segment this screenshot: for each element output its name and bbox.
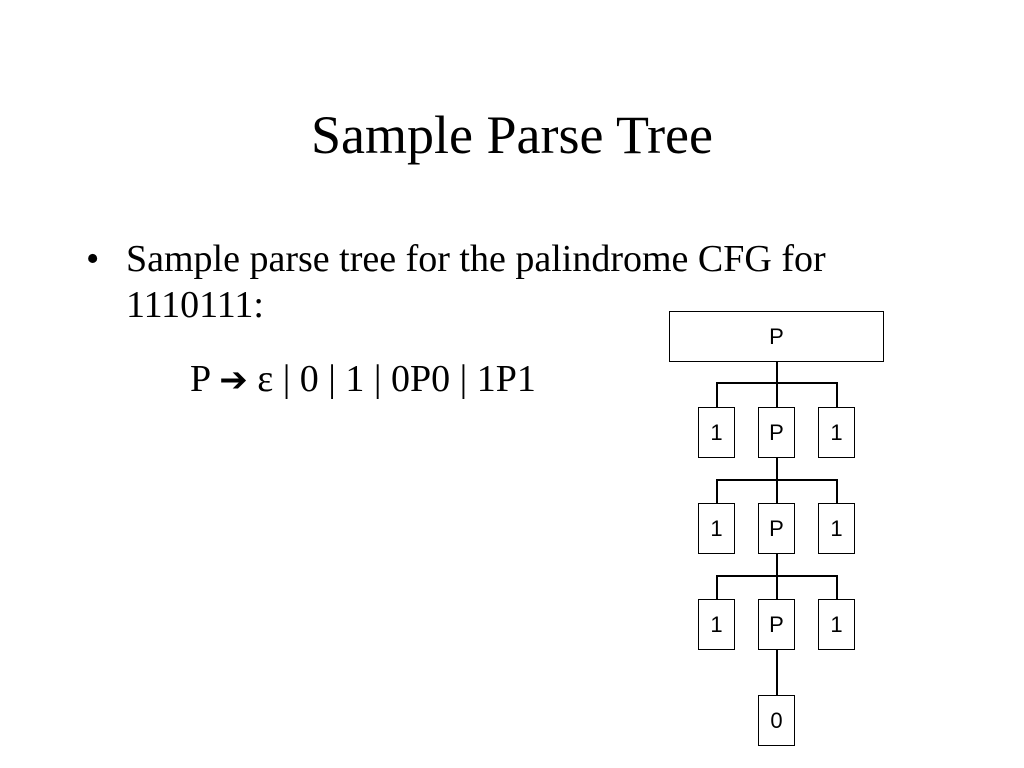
tree-node-leaf: 0: [758, 695, 795, 746]
tree-node-terminal: 1: [818, 503, 855, 554]
tree-edge: [716, 382, 718, 407]
rule-lhs: P: [190, 358, 210, 400]
tree-node-terminal: 1: [698, 599, 735, 650]
tree-edge: [836, 479, 838, 503]
tree-edge: [776, 649, 778, 695]
tree-edge: [716, 479, 718, 503]
tree-edge: [716, 575, 718, 599]
tree-edge: [716, 382, 838, 384]
tree-node-terminal: 1: [698, 407, 735, 458]
right-arrow-icon: ➔: [219, 360, 248, 400]
tree-node-root: P: [669, 311, 884, 362]
rule-rhs: ε | 0 | 1 | 0P0 | 1P1: [257, 358, 536, 400]
bullet-marker: •: [86, 238, 100, 280]
tree-node-terminal: 1: [698, 503, 735, 554]
tree-edge: [716, 479, 838, 481]
tree-edge: [776, 361, 778, 407]
tree-node-terminal: 1: [818, 599, 855, 650]
tree-edge: [836, 382, 838, 407]
tree-node-nonterminal: P: [758, 503, 795, 554]
tree-node-nonterminal: P: [758, 407, 795, 458]
tree-node-terminal: 1: [818, 407, 855, 458]
tree-node-nonterminal: P: [758, 599, 795, 650]
grammar-rule: P ➔ ε | 0 | 1 | 0P0 | 1P1: [190, 356, 536, 403]
bullet-text: Sample parse tree for the palindrome CFG…: [126, 238, 826, 326]
tree-edge: [716, 575, 838, 577]
slide-title: Sample Parse Tree: [311, 105, 713, 165]
tree-edge: [836, 575, 838, 599]
